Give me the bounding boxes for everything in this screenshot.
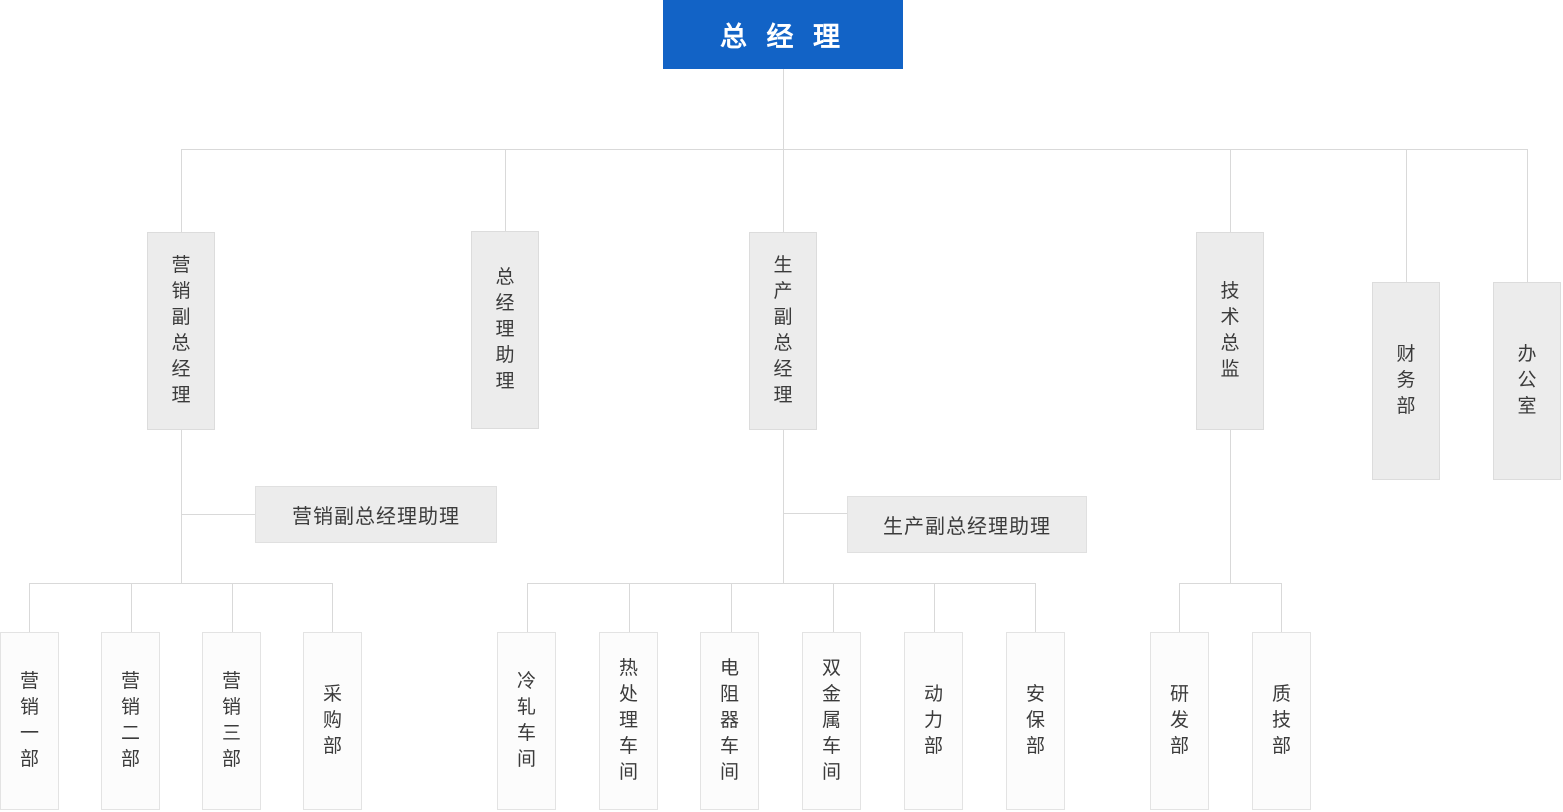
- node-label: 安保部: [1025, 684, 1045, 757]
- node-label: 双金属车间: [821, 658, 841, 783]
- node-marketing-dept-1: 营销一部: [0, 632, 59, 810]
- connector-production-bus: [527, 583, 1035, 584]
- node-quality-tech-dept: 质技部: [1252, 632, 1311, 810]
- connector-root-drop: [783, 69, 784, 149]
- node-heat-treatment-workshop: 热处理车间: [599, 632, 658, 810]
- node-purchasing-dept: 采购部: [303, 632, 362, 810]
- node-security-dept: 安保部: [1006, 632, 1065, 810]
- node-marketing-vp: 营销副总经理: [147, 232, 215, 430]
- connector-marketing-drop: [181, 430, 182, 583]
- node-label: 采购部: [322, 684, 342, 757]
- node-label: 营销二部: [120, 671, 140, 770]
- node-label: 营销副总经理助理: [292, 506, 460, 528]
- node-finance-dept: 财务部: [1372, 282, 1440, 480]
- node-resistor-workshop: 电阻器车间: [700, 632, 759, 810]
- node-bimetal-workshop: 双金属车间: [802, 632, 861, 810]
- connector-drop: [29, 583, 30, 632]
- node-label: 动力部: [923, 684, 943, 757]
- node-tech-director: 技术总监: [1196, 232, 1264, 430]
- node-label: 办公室: [1517, 344, 1537, 417]
- node-label: 生产副总经理助理: [883, 516, 1051, 538]
- node-power-dept: 动力部: [904, 632, 963, 810]
- connector-drop: [783, 149, 784, 232]
- node-label: 热处理车间: [618, 658, 638, 783]
- connector-drop: [1035, 583, 1036, 632]
- connector-drop: [232, 583, 233, 632]
- node-label: 营销三部: [221, 671, 241, 770]
- node-label: 财务部: [1396, 344, 1416, 417]
- connector-drop: [1406, 149, 1407, 282]
- connector-drop: [1179, 583, 1180, 632]
- connector-level1-bus: [181, 149, 1527, 150]
- connector-drop: [934, 583, 935, 632]
- connector-drop: [629, 583, 630, 632]
- node-label: 研发部: [1169, 684, 1189, 757]
- connector-drop: [332, 583, 333, 632]
- node-production-vp-assistant: 生产副总经理助理: [847, 496, 1087, 553]
- node-rnd-dept: 研发部: [1150, 632, 1209, 810]
- connector-drop: [731, 583, 732, 632]
- node-label: 技术总监: [1220, 281, 1240, 380]
- connector-drop: [1527, 149, 1528, 282]
- node-label: 总经理助理: [495, 267, 515, 392]
- node-label: 营销副总经理: [171, 255, 191, 406]
- node-marketing-dept-2: 营销二部: [101, 632, 160, 810]
- node-cold-rolling-workshop: 冷轧车间: [497, 632, 556, 810]
- connector-marketing-assistant: [181, 514, 255, 515]
- connector-production-drop: [783, 430, 784, 583]
- connector-drop: [527, 583, 528, 632]
- connector-marketing-bus: [29, 583, 332, 584]
- connector-drop: [131, 583, 132, 632]
- node-production-vp: 生产副总经理: [749, 232, 817, 430]
- node-label: 电阻器车间: [719, 658, 739, 783]
- connector-production-assistant: [783, 513, 847, 514]
- connector-drop: [505, 149, 506, 232]
- node-general-manager: 总 经 理: [663, 0, 903, 69]
- node-label: 生产副总经理: [773, 255, 793, 406]
- connector-drop: [833, 583, 834, 632]
- node-gm-assistant: 总经理助理: [471, 231, 539, 429]
- node-marketing-vp-assistant: 营销副总经理助理: [255, 486, 497, 543]
- node-label: 冷轧车间: [516, 671, 536, 770]
- node-label: 总 经 理: [719, 22, 846, 52]
- node-marketing-dept-3: 营销三部: [202, 632, 261, 810]
- connector-tech-bus: [1179, 583, 1281, 584]
- connector-tech-drop: [1230, 430, 1231, 583]
- connector-drop: [1230, 149, 1231, 232]
- connector-drop: [1281, 583, 1282, 632]
- node-label: 营销一部: [19, 671, 39, 770]
- connector-drop: [181, 149, 182, 232]
- node-office: 办公室: [1493, 282, 1561, 480]
- node-label: 质技部: [1271, 684, 1291, 757]
